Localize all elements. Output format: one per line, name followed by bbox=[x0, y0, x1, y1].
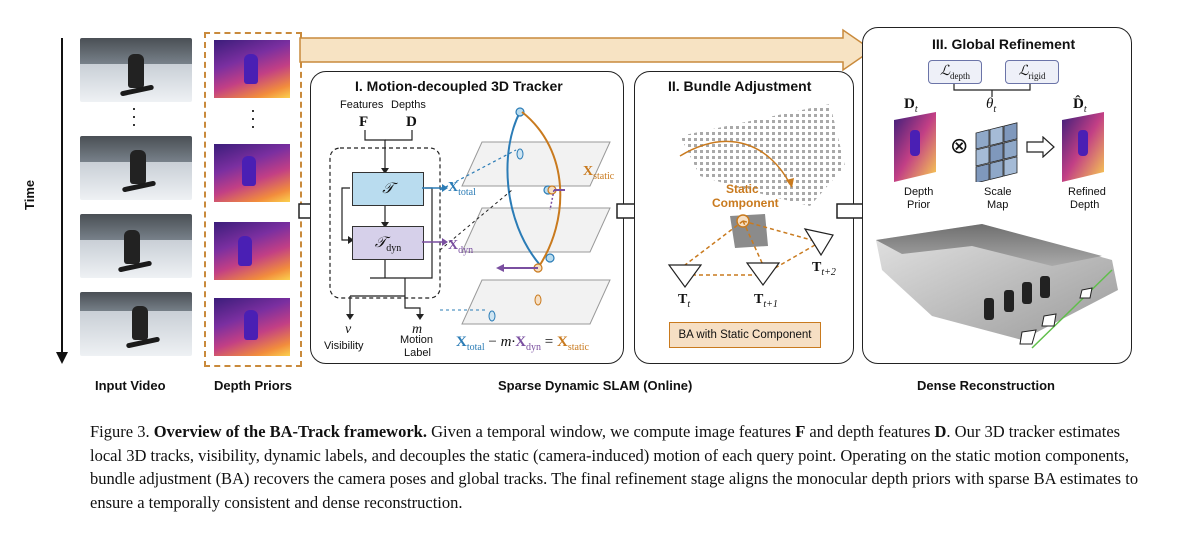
visibility-label: Visibility bbox=[324, 340, 364, 352]
ba-static-box: BA with Static Component bbox=[669, 322, 821, 348]
depth-prior-label-1: Depth bbox=[904, 186, 934, 198]
otimes-icon: ⊗ bbox=[950, 133, 969, 158]
depth-prior-image bbox=[894, 112, 936, 182]
depth-priors-column bbox=[204, 32, 302, 367]
motion-label-line2: Label bbox=[404, 347, 431, 359]
sparse-slam-label: Sparse Dynamic SLAM (Online) bbox=[498, 378, 693, 393]
scale-map-label-1: Scale bbox=[984, 186, 1012, 198]
decoupling-equation: Xtotal − m·Xdyn = Xstatic bbox=[456, 334, 589, 353]
refined-Dhat-symbol: D̂t bbox=[1073, 96, 1087, 115]
depths-symbol: D bbox=[406, 114, 417, 130]
visibility-symbol: v bbox=[345, 322, 352, 337]
refined-depth-image bbox=[1062, 112, 1104, 182]
camera-T-t: Tt bbox=[678, 292, 691, 310]
camera-T-t2: Tt+2 bbox=[812, 260, 836, 278]
track-planes bbox=[439, 107, 611, 325]
motion-symbol: m bbox=[412, 322, 423, 337]
dense-reconstruction-image bbox=[876, 224, 1118, 349]
camera-T-t1: Tt+1 bbox=[754, 292, 778, 310]
depth-prior-2 bbox=[214, 144, 290, 202]
refine-title: III. Global Refinement bbox=[932, 36, 1076, 52]
loss-bracket bbox=[953, 84, 1031, 97]
motion-label-line1: Motion bbox=[400, 334, 434, 346]
tracker-module-T: 𝒯 bbox=[352, 172, 424, 206]
vertical-ellipsis-icon: ··· bbox=[250, 100, 256, 136]
time-label: Time bbox=[22, 179, 37, 210]
depth-prior-label-2: Prior bbox=[907, 199, 931, 211]
input-video-label: Input Video bbox=[95, 378, 166, 393]
tracker-output-arrows bbox=[422, 184, 448, 246]
tracker-title: I. Motion-decoupled 3D Tracker bbox=[355, 78, 563, 94]
depth-prior-1 bbox=[214, 40, 290, 98]
vertical-ellipsis-icon: ··· bbox=[131, 98, 137, 134]
depth-prior-4 bbox=[214, 298, 290, 356]
depth-prior-3 bbox=[214, 222, 290, 280]
loss-rigid-box: ℒrigid bbox=[1005, 60, 1059, 84]
caption-title: Overview of the BA-Track framework. bbox=[153, 422, 427, 441]
x-dyn-label: Xdyn bbox=[448, 238, 474, 256]
static-component-label-1: Static bbox=[726, 182, 759, 196]
skip-connection-arrow bbox=[299, 28, 874, 72]
x-static-label: Xstatic bbox=[583, 164, 615, 182]
video-frame-1 bbox=[80, 38, 192, 102]
depth-priors-label: Depth Priors bbox=[214, 378, 293, 393]
refined-depth-label-1: Refined bbox=[1068, 186, 1106, 198]
video-frame-4 bbox=[80, 292, 192, 356]
time-axis-arrow bbox=[56, 38, 68, 364]
figure-caption: Figure 3. Overview of the BA-Track frame… bbox=[90, 422, 1139, 512]
depths-label: Depths bbox=[391, 99, 426, 111]
x-total-label: Xtotal bbox=[448, 180, 476, 198]
ba-title: II. Bundle Adjustment bbox=[668, 78, 812, 94]
features-symbol: F bbox=[359, 114, 369, 130]
camera-graph bbox=[667, 214, 834, 289]
refine-arrow-icon bbox=[1026, 136, 1055, 158]
scale-map-grid bbox=[975, 122, 1018, 182]
features-label: Features bbox=[340, 99, 384, 111]
video-frame-2 bbox=[80, 136, 192, 200]
refined-depth-label-2: Depth bbox=[1070, 199, 1100, 211]
dense-reconstruction-label: Dense Reconstruction bbox=[917, 378, 1055, 393]
scale-map-label-2: Map bbox=[987, 199, 1009, 211]
tracker-module-T-dyn: 𝒯dyn bbox=[352, 226, 424, 260]
loss-depth-box: ℒdepth bbox=[928, 60, 982, 84]
figure: Time ··· Input Video ··· Depth Priors I.… bbox=[22, 27, 1132, 393]
video-frame-3 bbox=[80, 214, 192, 278]
theta-label: θt bbox=[986, 96, 997, 115]
depth-prior-Dt-symbol: Dt bbox=[904, 96, 918, 115]
static-component-label-2: Component bbox=[712, 196, 779, 210]
